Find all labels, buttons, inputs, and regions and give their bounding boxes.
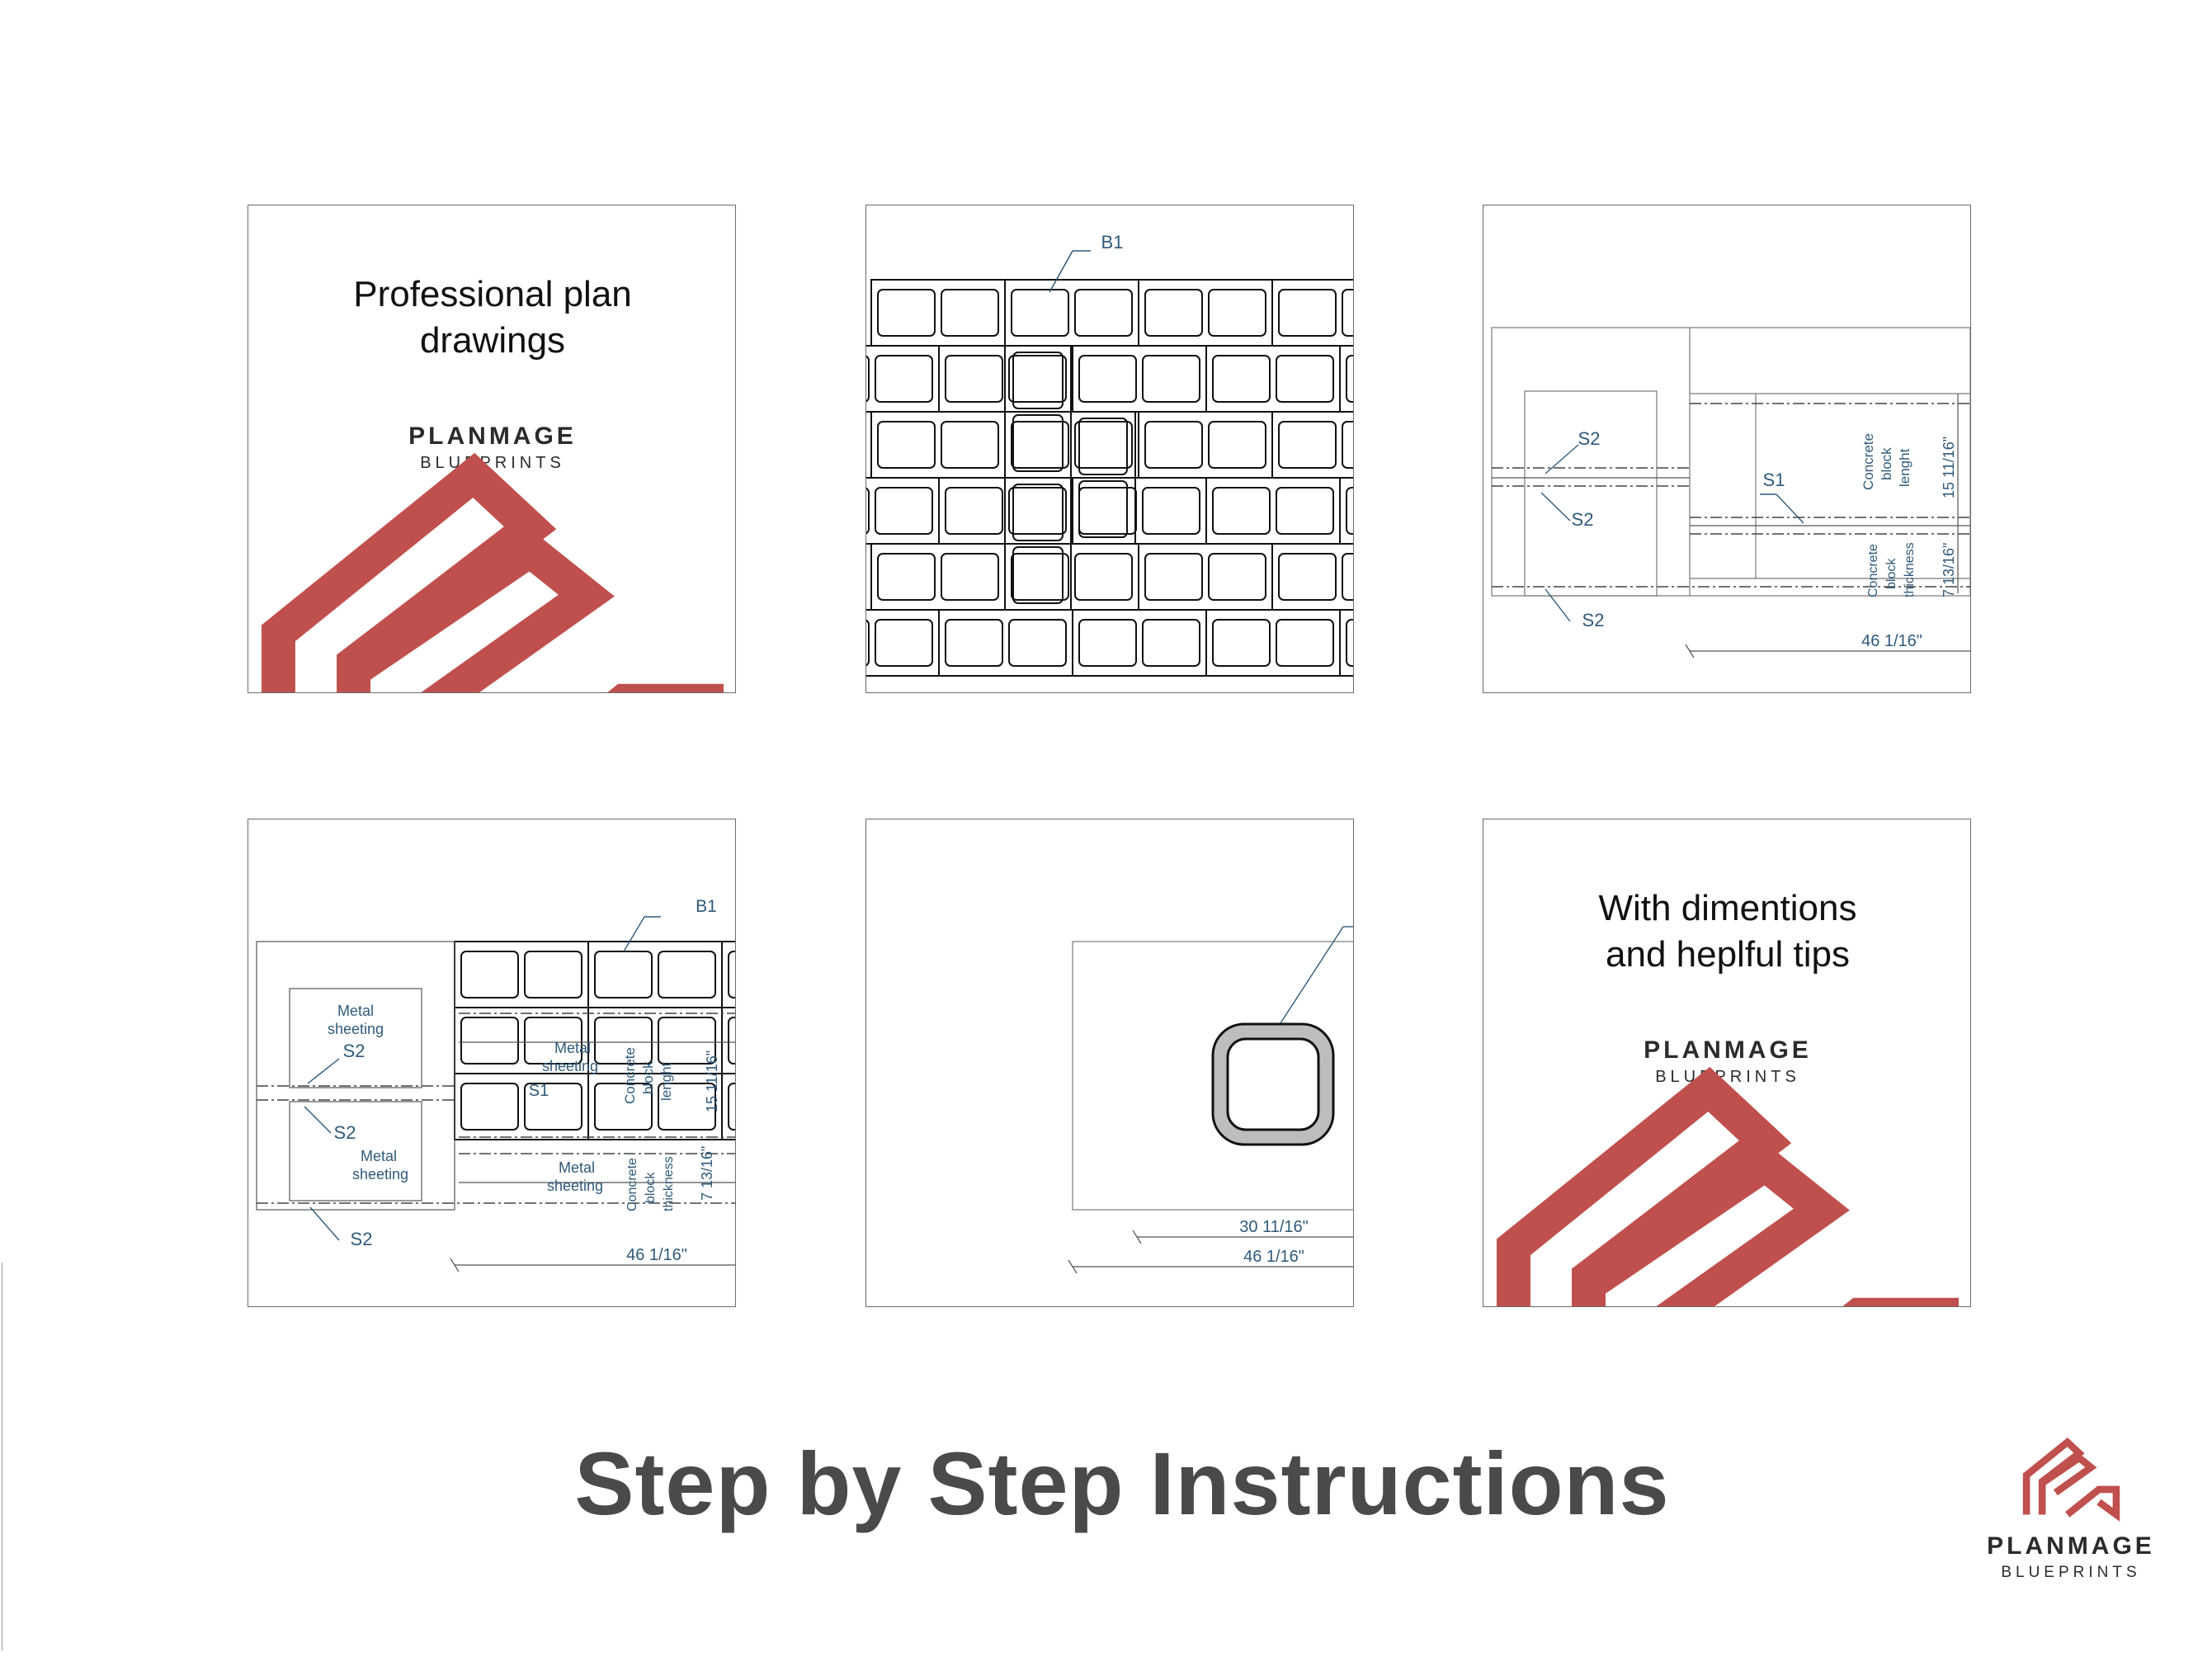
panel-combined-plan: B1 Metal sheeting S2 S2 Metal sheeting S…: [248, 819, 736, 1307]
vtext-lenght: lenght: [1897, 448, 1913, 487]
brand-sub: BLUEPRINTS: [1655, 1068, 1800, 1086]
text-sheeting: sheeting: [328, 1021, 384, 1037]
dimension-length: 46 1/16": [1861, 632, 1922, 650]
label-s2-mid: S2: [334, 1122, 356, 1143]
concrete-block: [1339, 345, 1353, 413]
panel-dimensions-tips: With dimentions and heplful tips PLANMAG…: [1483, 819, 1971, 1307]
brand-name: PLANMAGE: [408, 423, 577, 450]
vtext-concrete: Concrete: [1861, 433, 1876, 490]
dimension-inner: 30 11/16": [1239, 1218, 1308, 1236]
panel-tube-detail: 30 11/16" 46 1/16": [865, 819, 1354, 1307]
vtext-dim-length: 15 11/16": [1941, 437, 1957, 498]
panel-professional-plan: Professional plan drawings PLANMAGE BLUE…: [248, 205, 736, 693]
label-s2-bottom: S2: [351, 1229, 373, 1249]
caption-line-2: and heplful tips: [1606, 934, 1850, 975]
text-sheeting-3: sheeting: [542, 1058, 598, 1074]
vtext-block: block: [640, 1061, 656, 1094]
panel-caption: With dimentions and heplful tips: [1483, 885, 1970, 978]
planmage-logo-icon: [261, 452, 724, 692]
text-sheeting-4: sheeting: [547, 1178, 603, 1194]
concrete-block: [721, 1007, 735, 1074]
text-sheeting-2: sheeting: [352, 1166, 408, 1183]
corner-brand-block: PLANMAGE BLUEPRINTS: [1964, 1436, 2178, 1582]
concrete-block: [721, 941, 735, 1008]
text-metal-4: Metal: [559, 1159, 595, 1176]
vtext-block-2: block: [644, 1172, 658, 1203]
label-s2-top: S2: [1578, 428, 1601, 449]
caption-line-2: drawings: [419, 320, 566, 361]
vtext-thickness: thickness: [1903, 542, 1917, 597]
label-b1: B1: [1101, 232, 1124, 253]
panel-caption: Professional plan drawings: [248, 271, 735, 364]
text-metal: Metal: [337, 1003, 374, 1019]
vtext-dim-thickness: 7 13/16": [699, 1146, 715, 1201]
vtext-concrete-2: Concrete: [625, 1158, 639, 1211]
panel-block-wall: B1: [865, 205, 1354, 693]
vtext-thickness: thickness: [662, 1156, 676, 1211]
planmage-logo-icon: [2022, 1437, 2120, 1522]
vtext-lenght: lenght: [658, 1062, 674, 1101]
brand-name: PLANMAGE: [1644, 1036, 1812, 1064]
brand-block: PLANMAGE BLUEPRINTS: [1483, 1022, 1970, 1306]
vtext-dim-length: 15 11/16": [704, 1050, 720, 1112]
label-s1: S1: [1763, 470, 1785, 490]
label-b1: B1: [696, 897, 717, 916]
vtext-block: block: [1879, 447, 1894, 480]
combined-plan-drawing: B1 Metal sheeting S2 S2 Metal sheeting S…: [256, 897, 735, 1272]
label-s2-top: S2: [343, 1041, 366, 1061]
brand-block: PLANMAGE BLUEPRINTS: [248, 408, 735, 692]
block-wall-drawing: B1: [866, 232, 1353, 677]
concrete-block: [1339, 609, 1353, 677]
brand-sub: BLUEPRINTS: [2001, 1564, 2141, 1581]
tube-detail-drawing: 30 11/16" 46 1/16": [1068, 926, 1353, 1274]
vtext-dim-thickness: 7 13/16": [1941, 543, 1957, 597]
vtext-concrete: Concrete: [622, 1047, 638, 1104]
section-plan-drawing: S2 S2 S2 S1 Concrete block lenght 15 11/…: [1491, 327, 1970, 659]
caption-line-1: With dimentions: [1598, 888, 1857, 928]
dimension-length: 46 1/16": [626, 1246, 687, 1264]
label-s1: S1: [529, 1082, 549, 1100]
text-metal-2: Metal: [361, 1148, 397, 1164]
brand-sub: BLUEPRINTS: [420, 454, 565, 472]
text-metal-3: Metal: [554, 1040, 591, 1056]
label-s2-bottom: S2: [1582, 610, 1605, 630]
page-title: Step by Step Instructions: [574, 1433, 1670, 1533]
concrete-block: [1070, 411, 1136, 545]
caption-line-1: Professional plan: [353, 274, 632, 314]
vtext-block-2: block: [1884, 558, 1898, 589]
concrete-block: [721, 1073, 735, 1140]
brand-name: PLANMAGE: [1987, 1532, 2155, 1560]
label-s2-mid: S2: [1572, 509, 1594, 530]
vtext-concrete-2: Concrete: [1866, 544, 1880, 597]
concrete-block: [1339, 477, 1353, 545]
planmage-logo-icon: [1496, 1066, 1960, 1306]
panel-section-plan: S2 S2 S2 S1 Concrete block lenght 15 11/…: [1483, 205, 1971, 693]
dimension-outer: 46 1/16": [1243, 1248, 1304, 1266]
